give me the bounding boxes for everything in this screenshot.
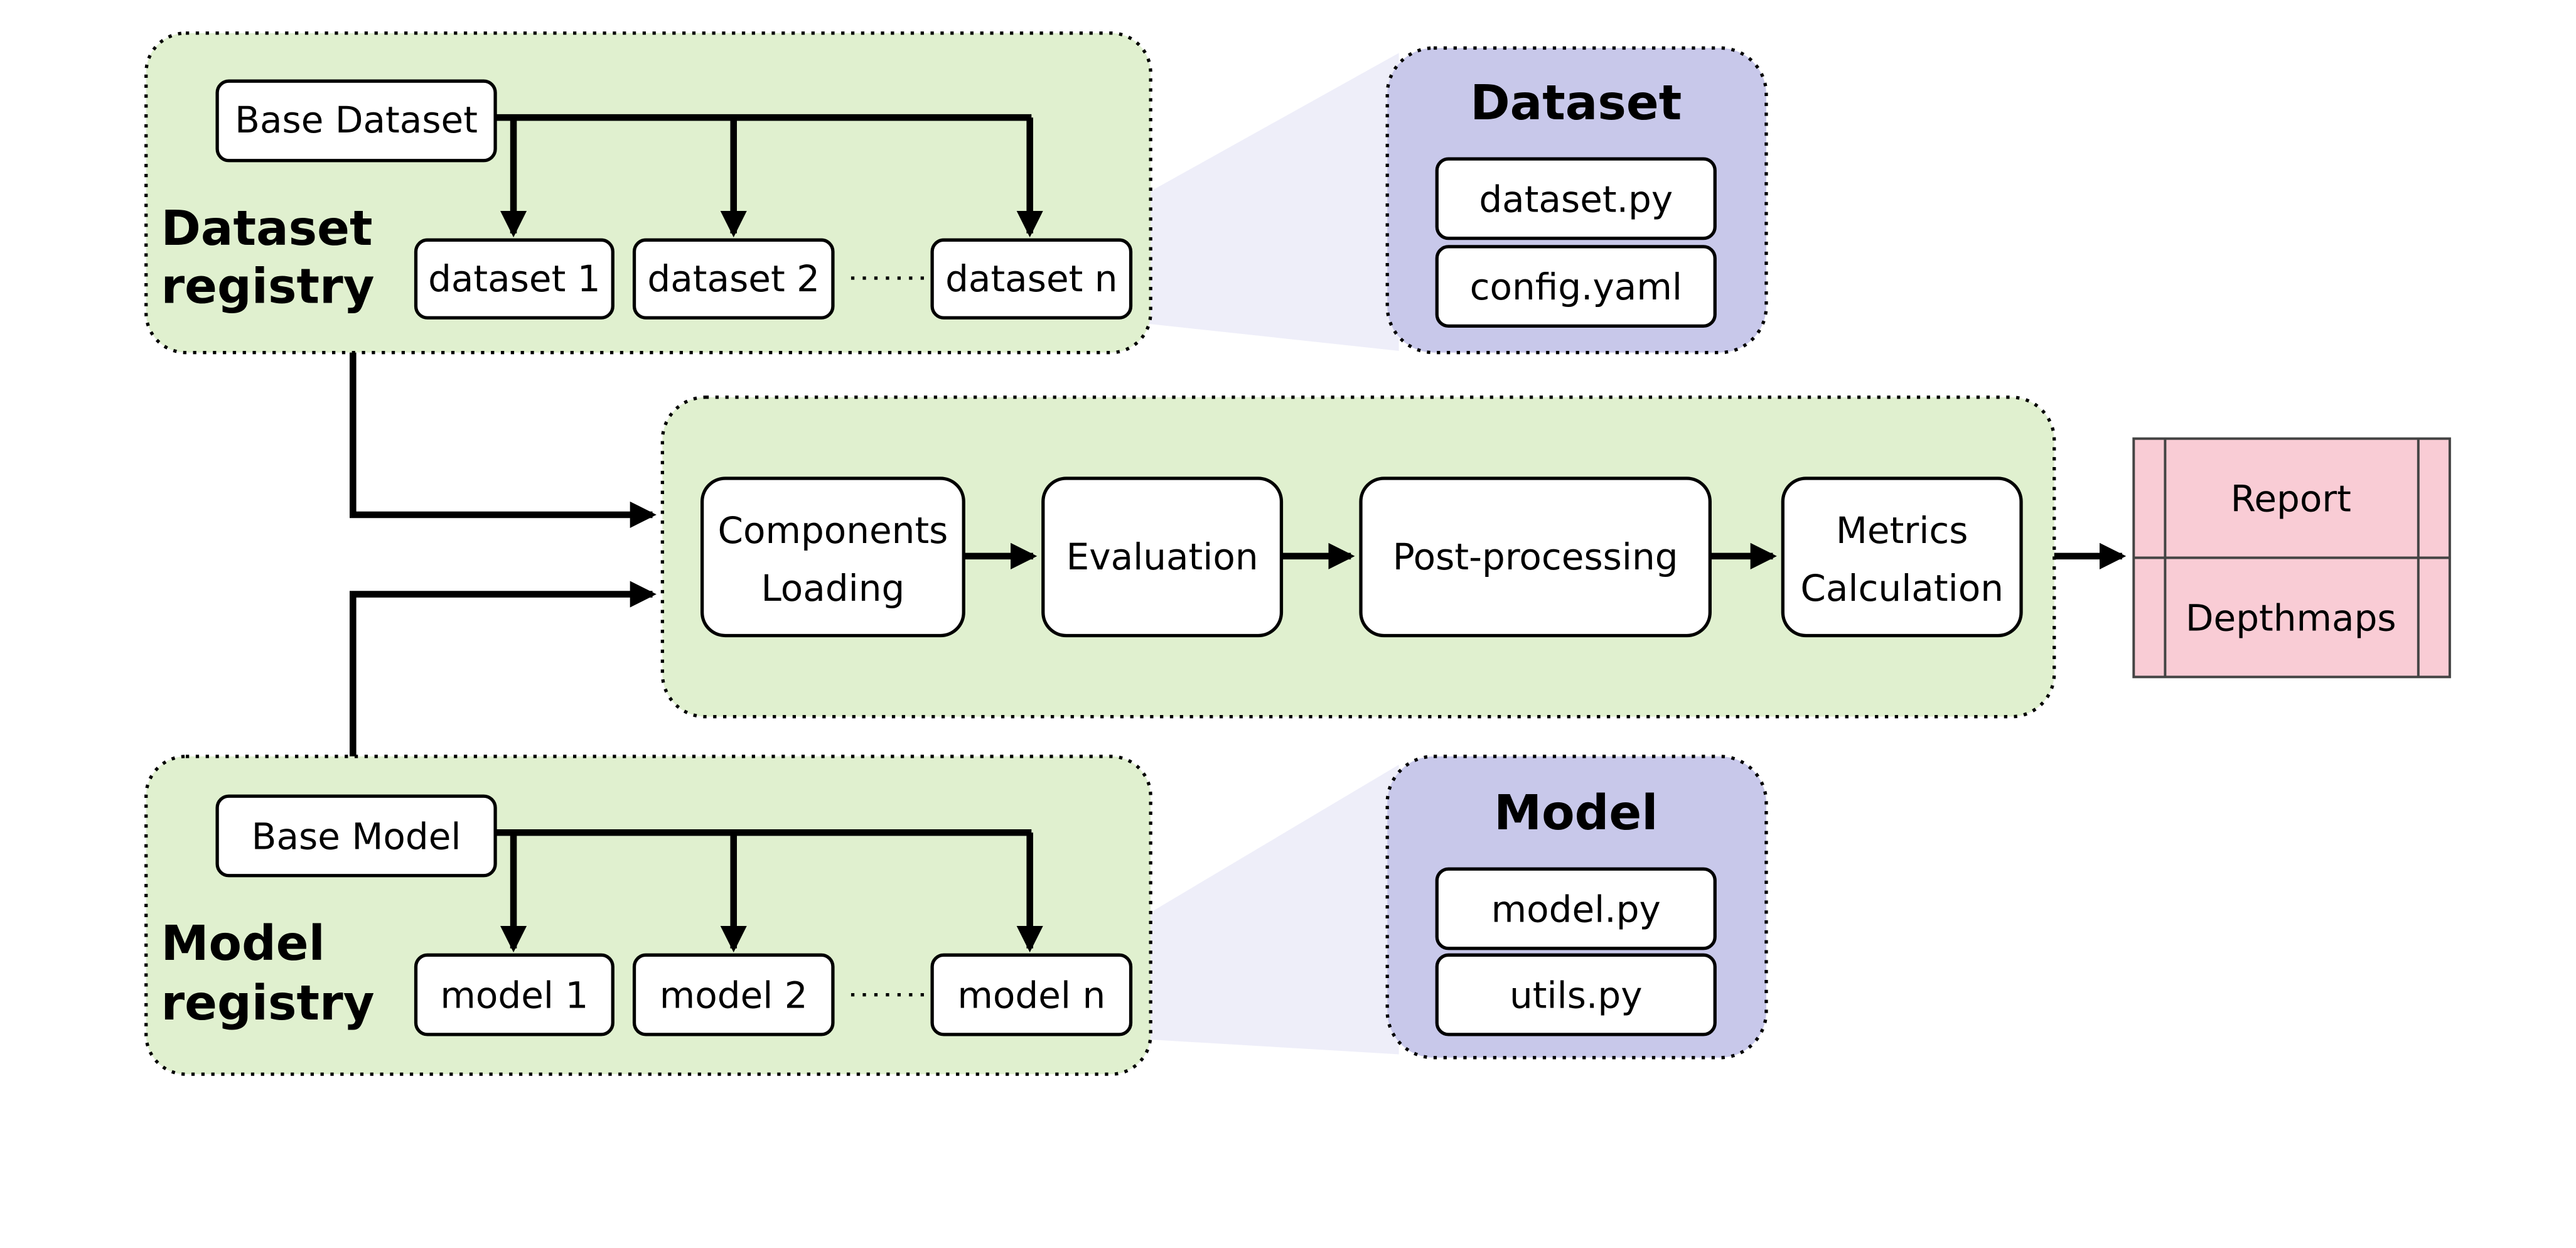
model-registry-title-line1: Model — [161, 916, 325, 972]
model-registry: Model registry Base Model model 1 model … — [144, 755, 1152, 1076]
output-report-label: Report — [2231, 478, 2351, 520]
dataset-detail: Dataset dataset.py config.yaml — [1385, 46, 1768, 355]
evaluation-step: Evaluation — [1041, 476, 1284, 638]
dataset-zoom-funnel — [1092, 53, 1399, 351]
dataset-n-label: dataset n — [945, 257, 1117, 300]
model-zoom-funnel — [1092, 765, 1399, 1055]
base-dataset-label: Base Dataset — [235, 99, 478, 141]
model-to-pipeline-arrow — [350, 581, 657, 756]
metrics-calculation-line2: Calculation — [1800, 567, 2004, 610]
utils-py-label: utils.py — [1510, 974, 1643, 1017]
dataset-registry: Dataset registry Base Dataset dataset 1 … — [144, 31, 1152, 355]
components-loading-step: Components Loading — [700, 476, 965, 638]
components-loading-line2: Loading — [761, 567, 905, 610]
model-1-box: model 1 — [414, 953, 614, 1036]
post-processing-step: Post-processing — [1359, 476, 1712, 638]
model-py-file: model.py — [1435, 867, 1717, 950]
dataset-py-label: dataset.py — [1479, 178, 1673, 220]
base-model-box: Base Model — [215, 794, 497, 878]
dataset-registry-title-line1: Dataset — [161, 201, 372, 257]
dataset-2-box: dataset 2 — [632, 238, 835, 320]
dataset-1-label: dataset 1 — [428, 257, 601, 300]
outputs: Report Depthmaps — [2132, 437, 2451, 679]
dataset-py-file: dataset.py — [1435, 157, 1717, 240]
metrics-calculation-step: Metrics Calculation — [1781, 476, 2023, 638]
model-1-label: model 1 — [440, 974, 588, 1017]
dataset-to-pipeline-arrow — [350, 352, 657, 529]
evaluation-label: Evaluation — [1066, 535, 1258, 578]
config-yaml-file: config.yaml — [1435, 245, 1717, 328]
model-n-box: model n — [930, 953, 1133, 1036]
model-py-label: model.py — [1491, 888, 1661, 931]
dataset-2-label: dataset 2 — [647, 257, 820, 300]
dataset-n-box: dataset n — [930, 238, 1133, 320]
base-model-label: Base Model — [252, 815, 461, 858]
config-yaml-label: config.yaml — [1470, 266, 1682, 308]
utils-py-file: utils.py — [1435, 953, 1717, 1036]
evaluation-pipeline: Components Loading Evaluation Post-proce… — [660, 395, 2056, 719]
model-n-label: model n — [957, 974, 1105, 1017]
model-registry-title-line2: registry — [161, 976, 374, 1031]
dataset-detail-title: Dataset — [1470, 75, 1682, 131]
post-processing-label: Post-processing — [1393, 535, 1678, 578]
model-detail: Model model.py utils.py — [1385, 755, 1768, 1060]
dataset-1-box: dataset 1 — [414, 238, 614, 320]
components-loading-line1: Components — [717, 509, 948, 552]
output-depthmaps-label: Depthmaps — [2186, 597, 2396, 640]
base-dataset-box: Base Dataset — [215, 79, 497, 163]
dataset-registry-title-line2: registry — [161, 259, 374, 315]
model-2-label: model 2 — [660, 974, 808, 1017]
model-2-box: model 2 — [632, 953, 835, 1036]
model-detail-title: Model — [1494, 785, 1658, 841]
metrics-calculation-line1: Metrics — [1836, 509, 1968, 552]
